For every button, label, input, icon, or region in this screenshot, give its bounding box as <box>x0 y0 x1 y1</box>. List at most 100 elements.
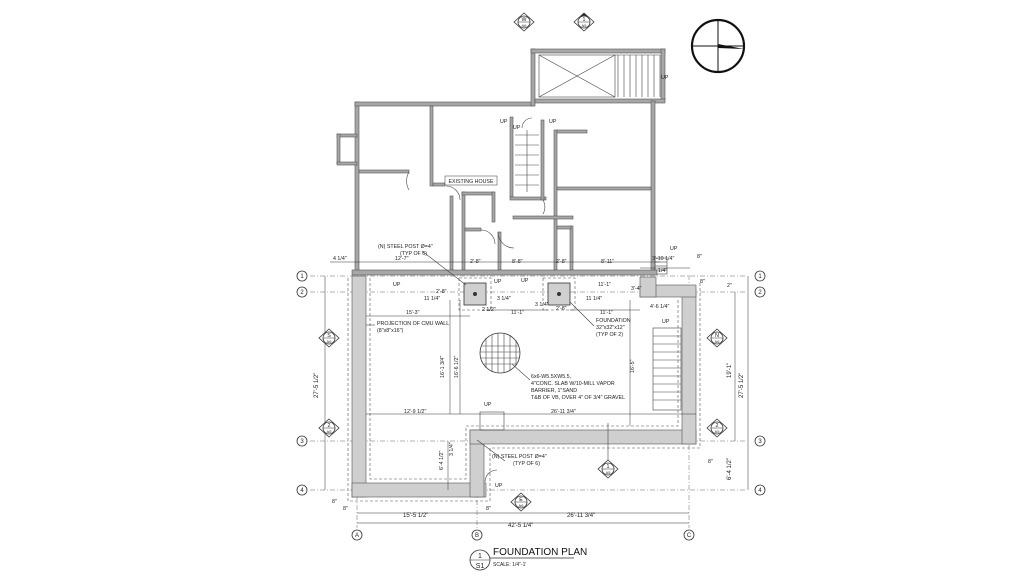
grid-bubble-row-2: 2 2 <box>296 286 766 298</box>
foundation-footings <box>458 277 576 311</box>
section-marker-bottom-1: 1 A5 <box>597 459 619 479</box>
dimension-text: 15'-3" <box>406 310 420 316</box>
section-marker-left-2: 2 A5 <box>318 418 340 438</box>
title-name: FOUNDATION PLAN <box>493 547 587 558</box>
up-label: UP <box>661 75 669 81</box>
dimension-text: 8" <box>332 499 337 505</box>
svg-text:2: 2 <box>300 290 304 296</box>
dimension-text: 11'-1" <box>511 310 524 316</box>
svg-text:W: W <box>522 17 527 23</box>
svg-text:2: 2 <box>758 290 762 296</box>
svg-text:4: 4 <box>300 488 304 494</box>
steel-post-note: (N) STEEL POST Ø=4" <box>492 454 547 460</box>
svg-text:A5: A5 <box>715 429 721 434</box>
slab-note: T&B OF VB, OVER 4" OF 3/4" GRAVEL <box>531 395 625 401</box>
dimension-text: 11'-1" <box>598 282 611 288</box>
elevation-marker-n: N A6 <box>706 328 728 348</box>
svg-text:A6: A6 <box>519 503 525 508</box>
dimension-text: 4'-6 1/4" <box>650 304 670 310</box>
new-foundation-walls <box>351 269 697 498</box>
north-arrow-icon <box>690 18 746 74</box>
up-label: UP <box>662 319 670 325</box>
dimension-text: 15'-5 1/2" <box>403 513 428 519</box>
dimension-text: 27'-5 1/2" <box>314 373 320 398</box>
svg-text:3: 3 <box>758 439 762 445</box>
foundation-note: (TYP OF 2) <box>596 332 623 338</box>
elevation-marker-e: E A6 <box>510 492 532 512</box>
svg-text:A6: A6 <box>522 23 528 28</box>
dimension-text: 8" <box>700 279 705 285</box>
up-label: UP <box>484 402 492 408</box>
dimension-text: 8'-8" <box>512 259 523 265</box>
title-sheet: S1 <box>476 563 485 570</box>
dimension-text: 26'-11 3/4" <box>567 513 595 519</box>
svg-text:2: 2 <box>716 423 719 429</box>
dimension-text: 8" <box>486 506 491 512</box>
steel-post-note: (TYP OF 6) <box>513 461 540 467</box>
dimension-text: 8" <box>708 459 713 465</box>
dimension-text: 8" <box>697 254 702 260</box>
bottom-door <box>479 411 505 483</box>
up-label: UP <box>513 125 521 131</box>
dimension-text: 16'-1 3/4" <box>440 356 446 378</box>
elevation-marker-s: S A6 <box>318 328 340 348</box>
svg-text:4: 4 <box>758 488 762 494</box>
dimension-text: 16'-5" <box>630 359 636 373</box>
svg-text:1: 1 <box>758 274 762 280</box>
dimension-text: 8'-11" <box>601 259 614 265</box>
svg-text:A5: A5 <box>327 429 333 434</box>
existing-house-label: EXISTING HOUSE <box>448 179 493 185</box>
svg-text:2: 2 <box>328 423 331 429</box>
svg-text:1: 1 <box>607 464 610 470</box>
slab-note: 4"CONC. SLAB W/10-MILL VAPOR <box>531 381 615 387</box>
up-label: UP <box>549 119 557 125</box>
slab-note: BARRIER, 1"SAND <box>531 388 577 394</box>
dimension-text: 12'-7" <box>395 256 409 262</box>
dimension-text: 4 1/4" <box>333 256 347 262</box>
section-marker-top-1: 1 A5 <box>573 12 595 32</box>
section-marker-right-2: 2 A5 <box>706 418 728 438</box>
foundation-note: FOUNDATION <box>596 318 631 324</box>
svg-text:S: S <box>327 333 331 339</box>
dimension-text: 11 1/4" <box>586 296 602 302</box>
dimension-text: 3'-10 1/4" <box>652 256 674 262</box>
dimension-text: 2'-8" <box>556 306 567 312</box>
existing-house-walls <box>336 48 666 273</box>
up-label: UP <box>500 119 508 125</box>
grid-bubble-col-c: C <box>683 529 695 541</box>
dimension-text: 19'-1" <box>727 363 733 378</box>
dimension-text: 6'-4 1/2" <box>727 458 733 480</box>
dimension-text: 42'-5 1/4" <box>508 523 533 529</box>
dimension-text: 27'-5 1/2" <box>739 373 745 398</box>
footing-outline <box>347 278 701 502</box>
grid-bubble-row-3: 3 3 <box>296 435 766 447</box>
dimension-text: 2" <box>727 283 732 289</box>
svg-text:A5: A5 <box>582 23 588 28</box>
dimension-text: 6'-4 1/2" <box>439 450 445 470</box>
svg-text:1: 1 <box>300 274 304 280</box>
grid-bubble-col-a: A <box>351 529 363 541</box>
dimension-text: 3 1/4" <box>449 442 455 456</box>
grid-bubble-row-4: 4 4 <box>296 484 766 496</box>
dimension-text: UP <box>495 483 503 489</box>
svg-text:A6: A6 <box>327 339 333 344</box>
dimension-text: 2'-8" <box>470 259 481 265</box>
title-scale: SCALE: 1/4"-1' <box>493 562 526 568</box>
steel-post-note: (N) STEEL POST Ø=4" <box>378 244 433 250</box>
dimension-text: 11 1/4" <box>424 296 440 302</box>
up-label: UP <box>521 278 529 284</box>
steel-post-note: (TYP OF 6) <box>400 251 427 257</box>
svg-text:3: 3 <box>300 439 304 445</box>
grid-bubble-col-b: B <box>471 529 483 541</box>
dimension-text: 1/4" <box>658 268 667 274</box>
up-label: UP <box>670 246 678 252</box>
dimension-text: 11'-1" <box>600 310 613 316</box>
elevation-marker-w: W A6 <box>513 12 535 32</box>
svg-text:B: B <box>475 533 479 539</box>
dimension-text: 16'-6 1/2" <box>454 356 460 378</box>
dimension-text: 3'-4" <box>631 286 642 292</box>
svg-text:C: C <box>687 533 692 539</box>
grid-bubble-row-1: 1 1 <box>296 270 766 282</box>
up-label: UP <box>393 282 401 288</box>
